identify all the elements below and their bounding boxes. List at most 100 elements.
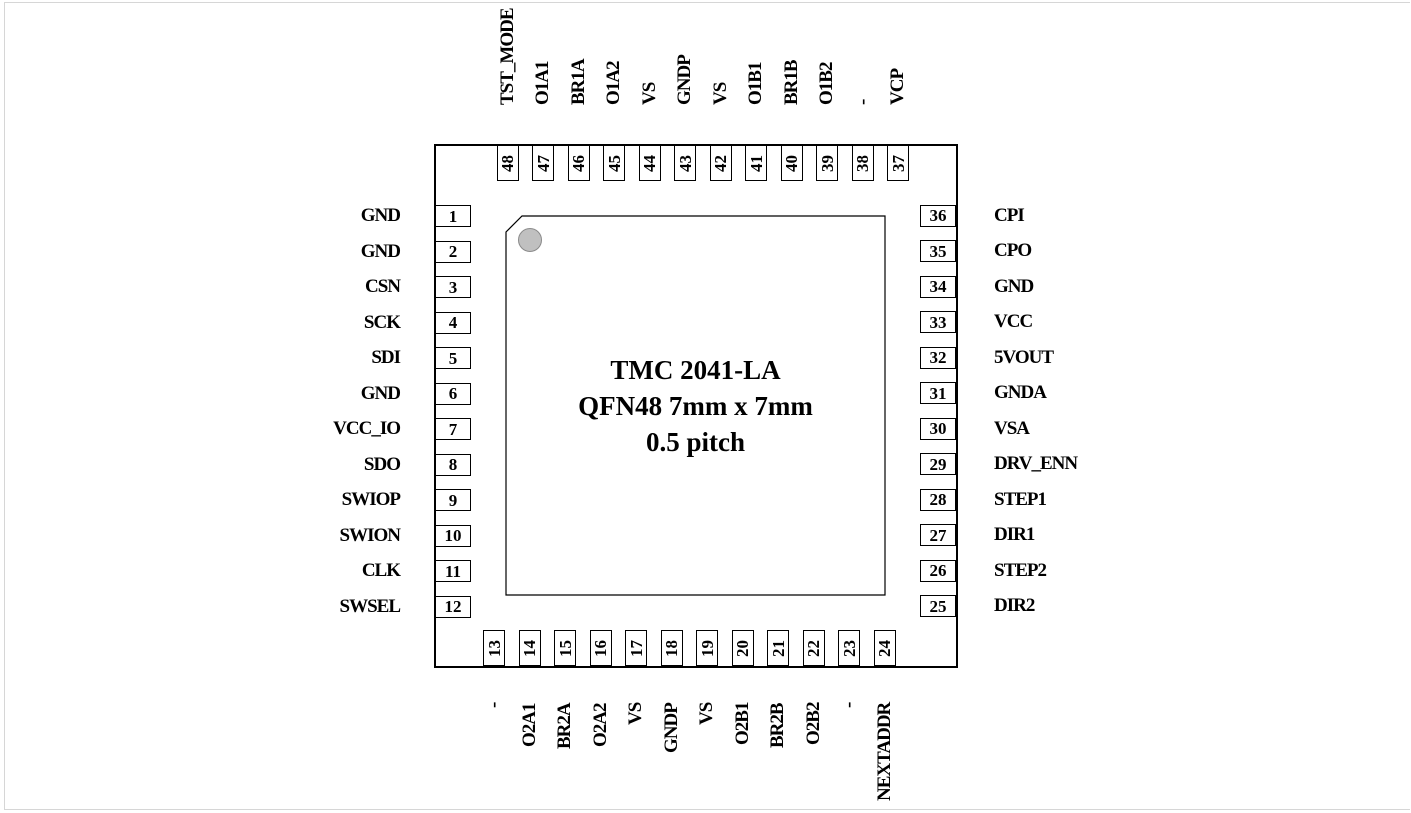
pin-box: 26	[920, 559, 956, 582]
pin-number: 48	[498, 154, 517, 172]
pin-number: 27	[929, 525, 947, 545]
pin-box: 48	[496, 145, 519, 181]
pin-label: O1B1	[745, 62, 766, 105]
chip-part-number: TMC 2041-LA	[610, 355, 781, 385]
pin-box: 28	[920, 488, 956, 511]
pin-label: O2B1	[731, 702, 753, 745]
pin-box: 10	[435, 524, 471, 547]
pin-label: VCC	[994, 311, 1033, 332]
pin-label: SWSEL	[339, 595, 401, 617]
pin-label: 5VOUT	[994, 346, 1054, 368]
pin-number: 31	[929, 383, 947, 403]
pin-label: VCC_IO	[333, 418, 401, 439]
diagram-frame	[4, 2, 1410, 810]
pin-number: 2	[448, 242, 458, 261]
pin-box: 45	[603, 145, 625, 181]
die-body	[505, 215, 886, 596]
pin-label: -	[483, 702, 504, 708]
pin-label: CSN	[364, 276, 401, 297]
pin-box: 39	[816, 145, 838, 181]
die-outline	[505, 215, 886, 596]
pin-box: 14	[518, 630, 541, 666]
pin-number: 24	[875, 639, 894, 657]
pin-box: 27	[920, 524, 956, 546]
pin-number: 30	[929, 419, 947, 438]
pin-label: TST_MODE	[496, 8, 518, 105]
pin-box: 47	[532, 145, 554, 181]
pin-box: 2	[435, 240, 471, 263]
pin-box: 32	[920, 346, 956, 369]
pin-number: 11	[444, 561, 462, 581]
pin-label: BR2B	[767, 703, 788, 748]
pin-label: GND	[360, 382, 401, 404]
pin-label: BR1B	[780, 60, 802, 105]
pin-box: 41	[745, 145, 767, 181]
pin-label: VS	[638, 82, 660, 105]
pin-label: SWIOP	[341, 489, 401, 510]
pin-box: 4	[435, 311, 471, 334]
chip-label: TMC 2041-LA QFN48 7mm x 7mm 0.5 pitch	[505, 352, 886, 460]
pin-box: 12	[435, 595, 471, 618]
pin-box: 23	[838, 630, 860, 666]
pin-label: VSA	[994, 417, 1030, 439]
pin-number: 28	[929, 490, 947, 509]
pin-box: 35	[920, 240, 956, 262]
pin-number: 40	[782, 154, 801, 172]
pin-number: 36	[929, 206, 947, 225]
pin-number: 7	[448, 419, 458, 439]
pin-label: O2B2	[802, 702, 824, 745]
chip-package: QFN48 7mm x 7mm	[578, 391, 813, 421]
pin-box: 37	[887, 145, 909, 181]
pin-label: VS	[709, 82, 731, 105]
pin-box: 34	[920, 275, 956, 298]
pin-number: 17	[626, 639, 646, 657]
pin-number: 39	[817, 154, 837, 172]
pin-number: 5	[448, 348, 458, 368]
pin-number: 41	[746, 154, 766, 172]
pin-label: GND	[994, 275, 1034, 297]
pin-label: -	[851, 99, 873, 105]
pin-label: GNDP	[660, 703, 682, 753]
pin-label: STEP1	[994, 488, 1047, 510]
pin-label: VS	[696, 702, 717, 725]
pin-number: 21	[768, 639, 788, 657]
pin-label: BR2A	[554, 703, 575, 749]
pin-box: 16	[589, 630, 612, 666]
pin-number: 29	[929, 454, 947, 474]
pin-label: DIR2	[994, 595, 1035, 616]
pin-box: 7	[435, 418, 471, 440]
pin-box: 31	[920, 382, 956, 404]
pin-number: 37	[888, 154, 908, 172]
pin-label: O1A2	[603, 61, 624, 106]
pin-box: 15	[554, 630, 576, 666]
pin-number: 18	[662, 639, 681, 657]
pin-label: O2A1	[518, 703, 540, 748]
pin-number: 6	[448, 384, 458, 403]
pin-number: 19	[697, 639, 717, 657]
pin-number: 16	[591, 639, 610, 657]
pin-number: 23	[839, 639, 859, 657]
pin-label: GNDA	[994, 382, 1047, 403]
pin-box: 42	[709, 145, 732, 181]
chip-pitch: 0.5 pitch	[645, 427, 745, 457]
pin-label: CPI	[994, 204, 1025, 226]
pin-box: 3	[435, 276, 471, 298]
pin-number: 12	[444, 597, 462, 616]
pin-number: 10	[444, 526, 462, 545]
pin-label: GNDP	[674, 55, 695, 105]
pin-label: DIR1	[994, 524, 1035, 545]
pin-number: 20	[733, 639, 752, 657]
pin-label: VCP	[887, 68, 908, 105]
pin-label: CLK	[361, 560, 401, 581]
pin-box: 24	[873, 630, 896, 666]
pin-number: 38	[853, 154, 872, 172]
pin-box: 17	[625, 630, 647, 666]
pin-label: BR1A	[567, 59, 589, 105]
pin-label: DRV_ENN	[994, 453, 1078, 474]
pin-box: 43	[674, 145, 696, 181]
pin-box: 46	[567, 145, 590, 181]
pin-label: SDI	[371, 347, 401, 368]
pin-label: O2A2	[589, 703, 611, 748]
pin-box: 13	[483, 630, 505, 666]
pin-box: 40	[780, 145, 803, 181]
